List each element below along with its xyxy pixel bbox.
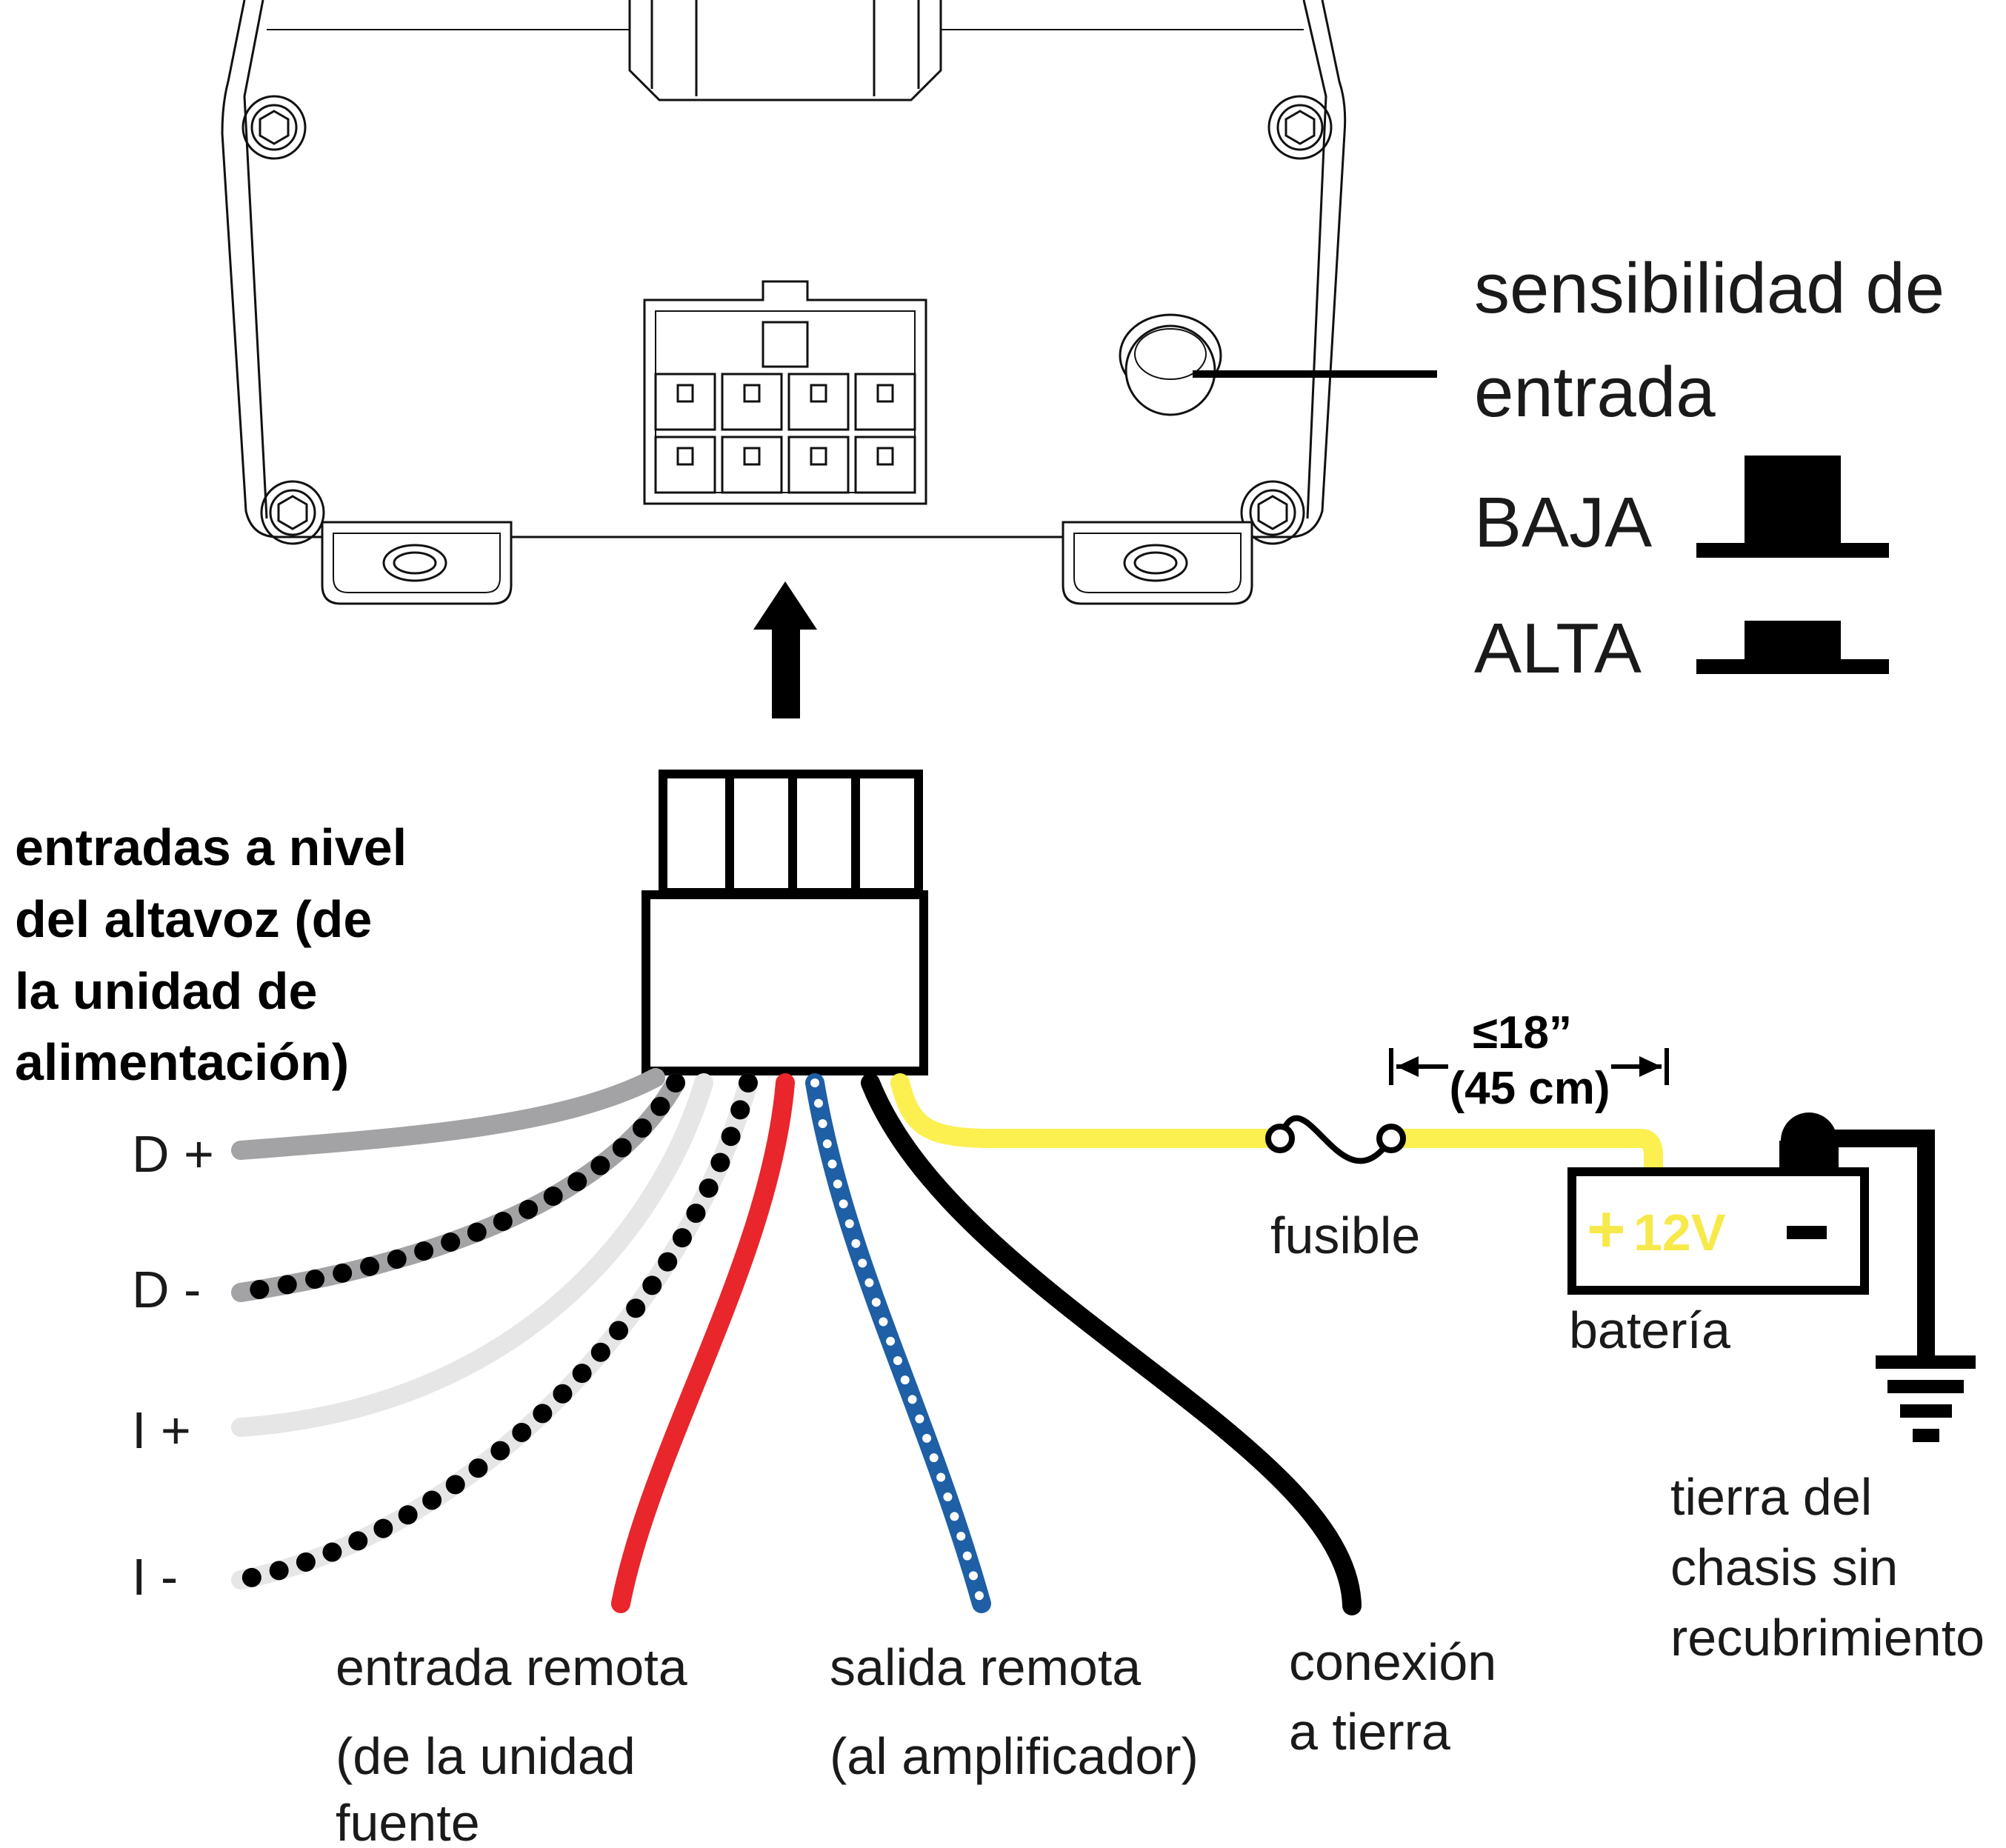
battery-voltage: 12V bbox=[1633, 1204, 1726, 1261]
screw-bottom-right-icon bbox=[1240, 480, 1305, 545]
wire-d-plus bbox=[231, 1068, 665, 1160]
svg-text:salida remota: salida remota bbox=[830, 1638, 1141, 1696]
mounting-tabs bbox=[321, 521, 1253, 605]
knob-high-position-icon bbox=[1696, 621, 1889, 674]
sensitivity-label-line2: entrada bbox=[1474, 353, 1716, 432]
wire-label-d-minus: D - bbox=[132, 1261, 201, 1318]
svg-text:del altavoz (de: del altavoz (de bbox=[15, 890, 372, 948]
mounting-tab-left bbox=[321, 521, 513, 605]
svg-text:tierra del: tierra del bbox=[1670, 1468, 1872, 1526]
fuse-distance-inches: ≤18” bbox=[1473, 1007, 1572, 1058]
ground-connection-label: conexión a tierra bbox=[1289, 1633, 1496, 1761]
fuse-icon bbox=[1265, 1115, 1406, 1164]
fuse-distance-cm: (45 cm) bbox=[1449, 1063, 1610, 1114]
mounting-tab-right bbox=[1062, 521, 1253, 605]
wire-remote-in bbox=[611, 1073, 795, 1613]
knob-low-position-icon bbox=[1696, 456, 1889, 558]
fuse-distance-dimension bbox=[1389, 1048, 1669, 1085]
wire-power bbox=[890, 1073, 1280, 1148]
svg-text:chasis sin: chasis sin bbox=[1670, 1538, 1898, 1596]
harness-plug bbox=[642, 770, 928, 1075]
svg-text:(al amplificador): (al amplificador) bbox=[830, 1727, 1199, 1785]
socket-pins bbox=[654, 373, 916, 494]
wire-remote-out bbox=[805, 1073, 991, 1613]
chassis-ground-icon bbox=[1876, 1355, 1976, 1442]
svg-text:conexión: conexión bbox=[1289, 1633, 1496, 1691]
battery-minus-sign bbox=[1787, 1226, 1827, 1239]
sensitivity-low-label: BAJA bbox=[1474, 483, 1652, 562]
sensitivity-knob[interactable] bbox=[1119, 313, 1222, 416]
svg-text:la unidad de: la unidad de bbox=[15, 962, 317, 1020]
speaker-inputs-title: entradas a nivel del altavoz (de la unid… bbox=[15, 818, 407, 1091]
wire-label-d-plus: D + bbox=[132, 1125, 214, 1183]
svg-text:entrada remota: entrada remota bbox=[336, 1638, 687, 1696]
screw-top-right-icon bbox=[1267, 95, 1333, 160]
chassis-ground-wire bbox=[1809, 1130, 1935, 1361]
svg-text:entradas a nivel: entradas a nivel bbox=[15, 818, 407, 876]
wire-label-i-plus: I + bbox=[132, 1401, 191, 1459]
wire-label-i-minus: I - bbox=[132, 1548, 178, 1606]
svg-text:fuente: fuente bbox=[336, 1794, 480, 1848]
svg-text:(de la unidad: (de la unidad bbox=[336, 1727, 636, 1785]
battery-plus-sign: + bbox=[1587, 1192, 1626, 1267]
svg-text:a tierra: a tierra bbox=[1289, 1703, 1450, 1761]
screw-top-left-icon bbox=[241, 95, 307, 160]
battery-label: batería bbox=[1569, 1301, 1730, 1359]
up-arrow-icon bbox=[753, 581, 817, 718]
sensitivity-high-label: ALTA bbox=[1474, 609, 1642, 688]
sensitivity-label-line1: sensibilidad de bbox=[1474, 249, 1945, 328]
wires bbox=[231, 1068, 1663, 1615]
device-socket bbox=[643, 280, 927, 505]
wire-ground bbox=[861, 1073, 1362, 1615]
remote-in-label: entrada remota (de la unidad fuente bbox=[336, 1638, 687, 1848]
svg-text:recubrimiento: recubrimiento bbox=[1670, 1609, 1985, 1667]
chassis-ground-label: tierra del chasis sin recubrimiento bbox=[1670, 1468, 1985, 1667]
fuse-label: fusible bbox=[1270, 1207, 1420, 1264]
device-housing bbox=[221, 0, 1347, 538]
remote-out-label: salida remota (al amplificador) bbox=[830, 1638, 1199, 1785]
screws bbox=[241, 95, 1333, 545]
svg-text:alimentación): alimentación) bbox=[15, 1033, 349, 1091]
screw-bottom-left-icon bbox=[260, 480, 325, 545]
wire-i-plus bbox=[231, 1073, 713, 1437]
